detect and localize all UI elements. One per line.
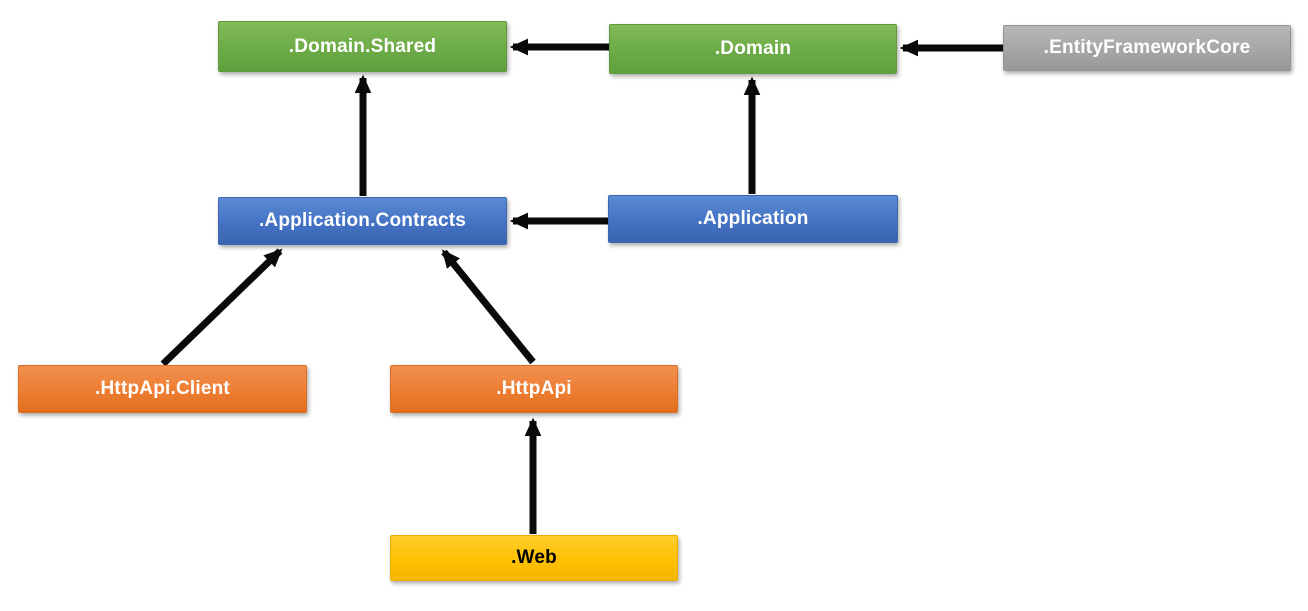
arrow-httpapi-client-to-application-contracts xyxy=(160,248,283,367)
node-application: .Application xyxy=(608,195,898,243)
node-web: .Web xyxy=(390,535,678,581)
node-domain-shared: .Domain.Shared xyxy=(218,21,507,72)
node-http-api-client: .HttpApi.Client xyxy=(18,365,307,413)
node-http-api: .HttpApi xyxy=(390,365,678,413)
node-domain: .Domain xyxy=(609,24,897,74)
node-application-contracts: .Application.Contracts xyxy=(218,197,507,245)
arrow-httpapi-to-application-contracts xyxy=(441,249,536,365)
node-entity-framework-core: .EntityFrameworkCore xyxy=(1003,25,1291,71)
